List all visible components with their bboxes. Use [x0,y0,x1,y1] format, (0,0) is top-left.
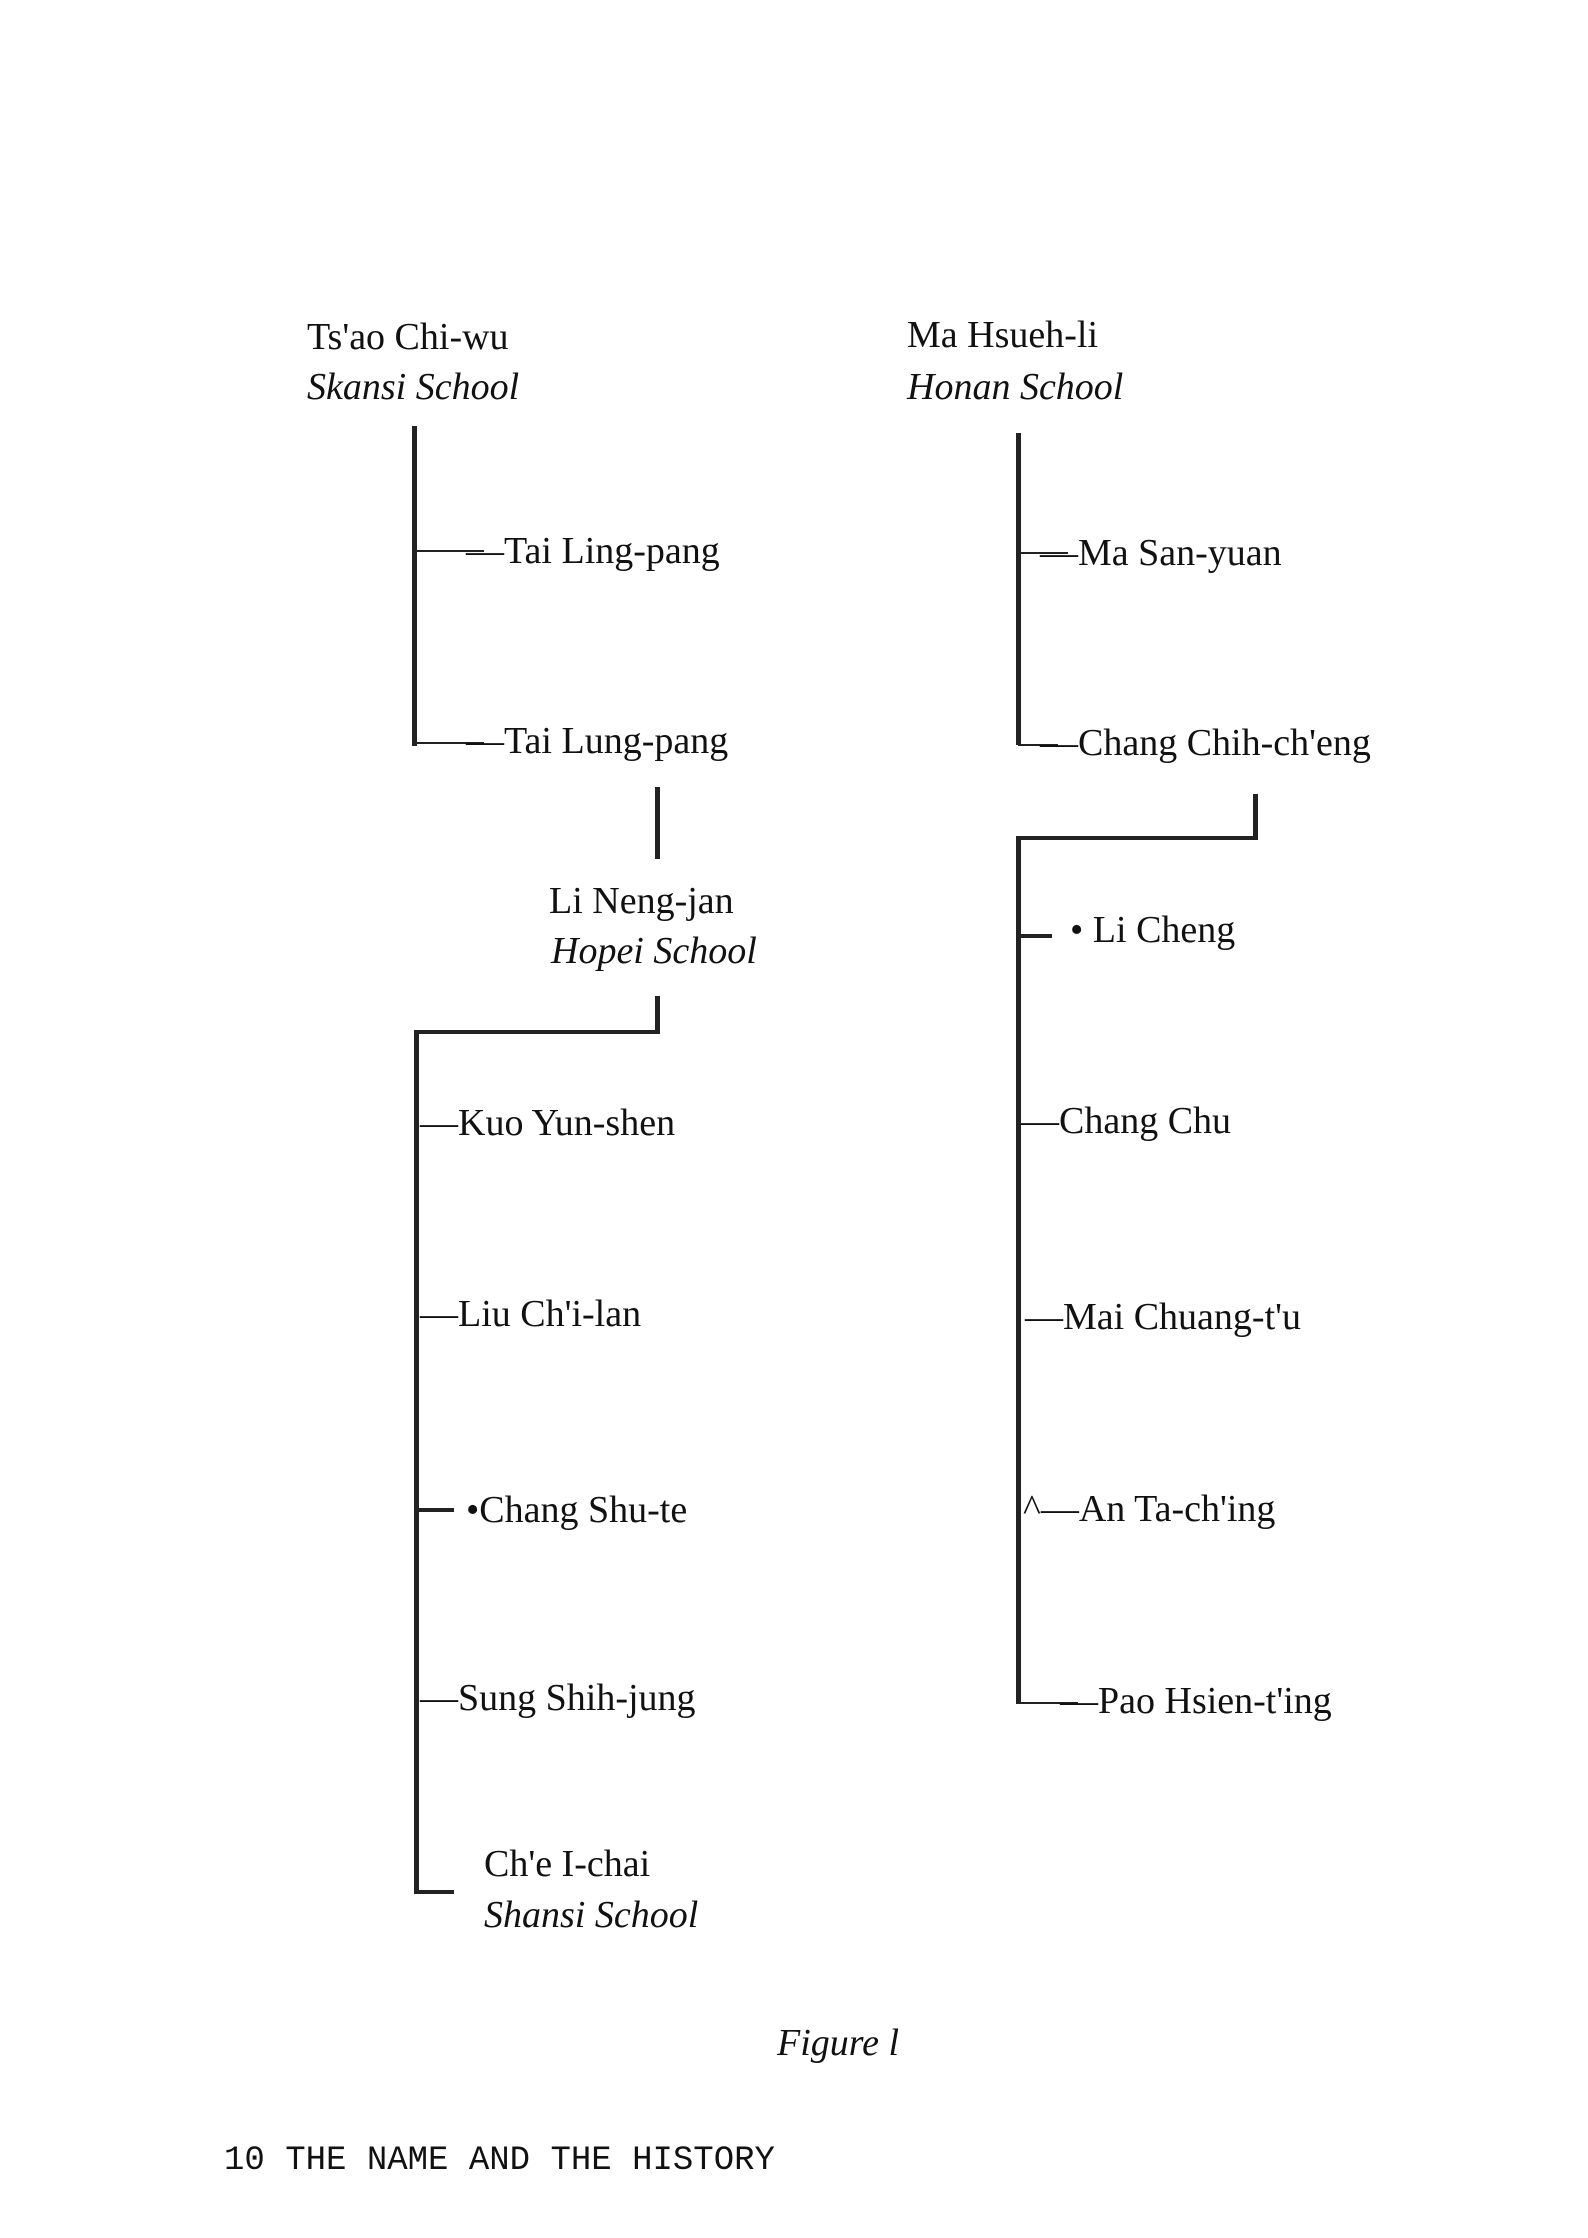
child-name: —Tai Ling-pang [466,530,720,572]
tree-line [1016,934,1052,938]
running-footer: 10 THE NAME AND THE HISTORY [224,2142,775,2180]
student-name: —Sung Shih-jung [420,1677,696,1719]
student-name: •Chang Shu-te [466,1489,688,1531]
root-school-left: Skansi School [307,366,520,408]
student-name: —Mai Chuang-t'u [1025,1296,1301,1338]
tree-line [655,996,660,1034]
student-name: ^—An Ta-ch'ing [1023,1488,1276,1530]
figure-caption: Figure l [777,2022,900,2064]
last-school: Shansi School [484,1894,699,1936]
tree-line [414,1030,419,1894]
student-name: —Chang Chu [1021,1100,1232,1142]
root-name-left: Ts'ao Chi-wu [307,316,509,358]
successor-school: Hopei School [551,930,757,972]
root-school-right: Honan School [907,366,1124,408]
successor-name: Li Neng-jan [549,880,734,922]
tree-line [412,426,417,746]
student-name: —Liu Ch'i-lan [420,1293,642,1335]
running-head: THE NAME AND THE HISTORY [285,2142,775,2180]
student-name: • Li Cheng [1070,909,1236,951]
student-name: —Pao Hsien-t'ing [1060,1680,1332,1722]
branch-line [1018,552,1068,554]
page-number: 10 [224,2142,265,2180]
child-name: —Tai Lung-pang [466,720,729,762]
student-name: —Kuo Yun-shen [420,1102,676,1144]
tree-line [655,787,660,859]
child-name: —Ma San-yuan [1040,532,1282,574]
tree-line [414,1508,454,1512]
branch-line [1018,744,1058,746]
tree-line [414,1890,454,1894]
tree-line [414,1030,660,1034]
tree-line [1016,433,1021,745]
last-name: Ch'e I-chai [484,1843,651,1885]
branch-line [1018,1702,1078,1704]
tree-line [1016,836,1021,1704]
root-name-right: Ma Hsueh-li [907,314,1099,356]
branch-line [414,742,484,744]
tree-line [1016,836,1258,840]
child-name: —Chang Chih-ch'eng [1040,722,1371,764]
tree-line [1253,794,1258,840]
branch-line [414,550,484,552]
